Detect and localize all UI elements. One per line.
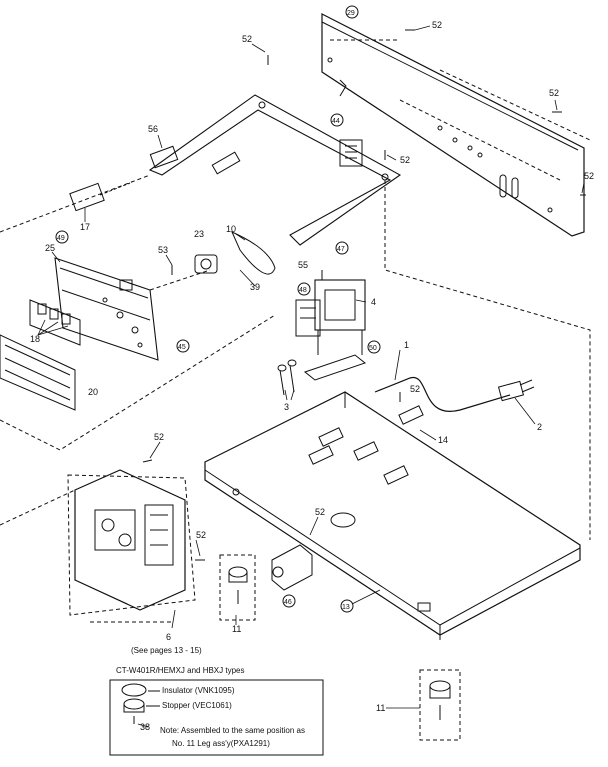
part-52-b: 52 bbox=[432, 20, 442, 30]
see-pages-note: (See pages 13 - 15) bbox=[131, 646, 202, 655]
part-52-c: 52 bbox=[549, 88, 559, 98]
circle-29 bbox=[345, 5, 359, 19]
part-48: 48 bbox=[299, 287, 307, 294]
headphone-jack bbox=[271, 544, 313, 591]
cassette-guides bbox=[0, 474, 196, 623]
circle-48 bbox=[297, 282, 311, 296]
top-bracket bbox=[148, 94, 402, 246]
note-line-1: Note: Assembled to the same position as bbox=[160, 726, 305, 735]
part-3: 3 bbox=[284, 402, 289, 412]
part-44: 44 bbox=[332, 118, 340, 125]
part-50: 50 bbox=[369, 345, 377, 352]
wire-clamps bbox=[277, 359, 297, 396]
part-18: 18 bbox=[30, 334, 40, 344]
part-17: 17 bbox=[80, 222, 90, 232]
circle-13 bbox=[340, 599, 354, 613]
rear-panel bbox=[321, 13, 585, 237]
part-45: 45 bbox=[178, 344, 186, 351]
power-cord bbox=[374, 377, 535, 412]
part-25: 25 bbox=[45, 243, 55, 253]
part-52-a: 52 bbox=[242, 34, 252, 44]
circle-46 bbox=[282, 594, 296, 608]
part-4: 4 bbox=[371, 297, 376, 307]
part-52-d: 52 bbox=[400, 155, 410, 165]
leader-lines bbox=[37, 25, 585, 728]
part-53: 53 bbox=[158, 245, 168, 255]
switch-bank bbox=[29, 299, 81, 346]
cassette-mechanism bbox=[74, 469, 186, 611]
part-55: 55 bbox=[298, 260, 308, 270]
part-47: 47 bbox=[337, 246, 345, 253]
part-29: 29 bbox=[347, 10, 355, 17]
part-numbers: 52 52 52 52 52 56 17 25 53 23 10 39 55 4… bbox=[30, 20, 594, 732]
leg-right bbox=[419, 669, 461, 741]
part-52-g: 52 bbox=[154, 432, 164, 442]
part-46: 46 bbox=[284, 599, 292, 606]
part-14: 14 bbox=[438, 435, 448, 445]
circled-part-numbers: 29 44 49 47 48 50 45 46 13 bbox=[55, 5, 381, 613]
circle-44 bbox=[330, 113, 344, 127]
note-line-2: No. 11 Leg ass'y(PXA1291) bbox=[172, 739, 270, 748]
fuse-holder bbox=[295, 299, 321, 337]
front-guides bbox=[0, 269, 276, 451]
circle-45 bbox=[176, 339, 190, 353]
front-key-board bbox=[0, 334, 76, 411]
circle-47 bbox=[335, 241, 349, 255]
part-52-h: 52 bbox=[196, 530, 206, 540]
part-2: 2 bbox=[537, 422, 542, 432]
part-52-e: 52 bbox=[584, 171, 594, 181]
part-11-b: 11 bbox=[376, 703, 385, 713]
transformer-bracket bbox=[303, 354, 367, 381]
part-6: 6 bbox=[166, 632, 171, 642]
part-39: 39 bbox=[250, 282, 260, 292]
part-13: 13 bbox=[342, 604, 350, 611]
rear-panel-guides bbox=[330, 39, 591, 181]
types-title: CT-W401R/HEMXJ and HBXJ types bbox=[116, 666, 245, 675]
connector-parts bbox=[69, 145, 179, 212]
part-11-a: 11 bbox=[232, 624, 241, 634]
inset-box bbox=[109, 679, 324, 756]
part-38: 38 bbox=[140, 722, 150, 732]
part-52-i: 52 bbox=[315, 507, 325, 517]
power-transformer bbox=[314, 279, 366, 355]
circle-50 bbox=[367, 340, 381, 354]
leg-left bbox=[219, 554, 256, 621]
part-23: 23 bbox=[194, 229, 204, 239]
stopper-label: Stopper (VEC1061) bbox=[162, 701, 232, 710]
part-49: 49 bbox=[57, 235, 65, 242]
part-10: 10 bbox=[226, 224, 236, 234]
screws bbox=[142, 29, 586, 561]
circle-49 bbox=[55, 230, 69, 244]
part-56: 56 bbox=[148, 124, 158, 134]
main-chassis bbox=[204, 391, 581, 640]
front-pcb bbox=[54, 257, 159, 361]
belt-and-pulley bbox=[194, 231, 276, 275]
part-20: 20 bbox=[88, 387, 98, 397]
part-1: 1 bbox=[404, 340, 409, 350]
insulator-label: Insulator (VNK1095) bbox=[162, 686, 235, 695]
part-52-f: 52 bbox=[410, 384, 420, 394]
